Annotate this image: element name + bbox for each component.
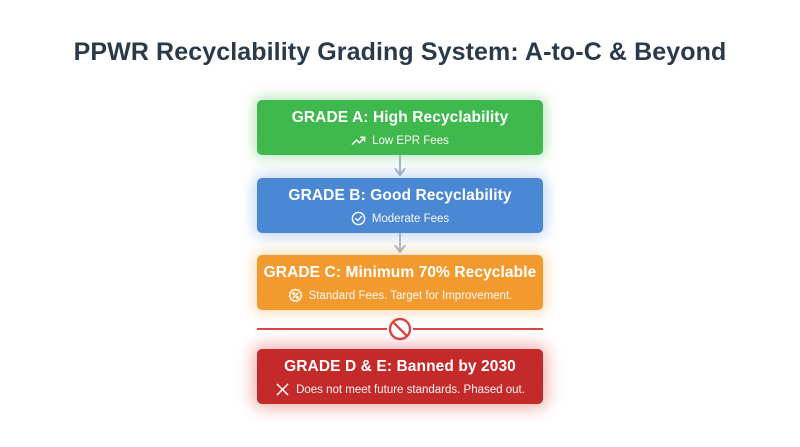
grade-a-title: GRADE A: High Recyclability	[291, 109, 509, 126]
check-circle-icon	[351, 211, 366, 226]
grade-a-subtitle: Low EPR Fees	[372, 134, 449, 147]
grade-de-box: GRADE D & E: Banned by 2030 Does not mee…	[257, 349, 543, 404]
grade-b-box: GRADE B: Good Recyclability Moderate Fee…	[257, 178, 543, 233]
grade-de-subtitle: Does not meet future standards. Phased o…	[296, 383, 525, 396]
grade-b-title: GRADE B: Good Recyclability	[288, 187, 512, 204]
grade-a-box: GRADE A: High Recyclability Low EPR Fees	[257, 100, 543, 155]
grade-a-subtitle-row: Low EPR Fees	[257, 133, 543, 148]
grade-b-subtitle-row: Moderate Fees	[257, 211, 543, 226]
grade-c-title: GRADE C: Minimum 70% Recyclable	[263, 264, 537, 281]
grade-de-title: GRADE D & E: Banned by 2030	[284, 358, 516, 375]
grade-c-subtitle-row: Standard Fees. Target for Improvement.	[257, 288, 543, 303]
ban-divider	[257, 317, 543, 341]
connector-arrow	[394, 233, 406, 253]
grade-b-subtitle: Moderate Fees	[371, 212, 450, 225]
prohibited-icon	[388, 317, 412, 341]
page-title: PPWR Recyclability Grading System: A-to-…	[73, 38, 727, 66]
grade-c-subtitle: Standard Fees. Target for Improvement.	[308, 289, 513, 302]
percent-badge-icon	[288, 288, 302, 303]
connector-arrow	[394, 155, 406, 176]
trending-up-icon	[351, 136, 366, 145]
grade-c-box: GRADE C: Minimum 70% Recyclable Standard…	[257, 255, 543, 310]
x-mark-icon	[276, 383, 289, 396]
grade-de-subtitle-row: Does not meet future standards. Phased o…	[257, 382, 543, 397]
